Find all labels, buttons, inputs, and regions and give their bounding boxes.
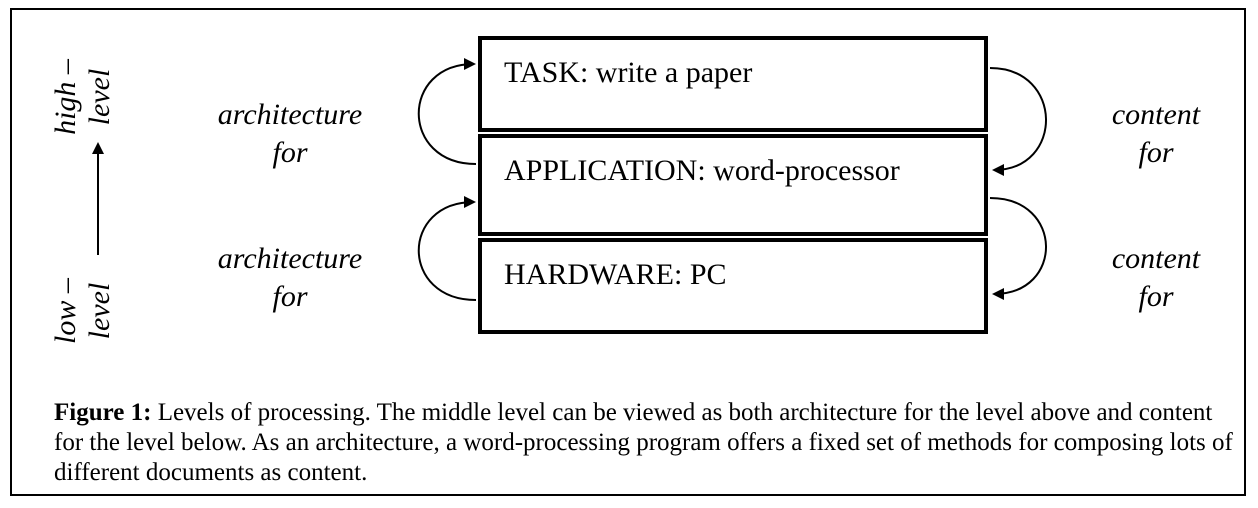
task-level-label: TASK: write a paper [504,56,753,89]
right-lower-label-line1: content [1111,242,1201,275]
left-upper-label-line1: architecture [217,98,363,131]
hardware-level-label: HARDWARE: PC [504,258,727,291]
figure-caption: Figure 1: Levels of processing. The midd… [54,398,1234,488]
axis-high-line2: level [83,68,116,126]
left-lower-label-line1: architecture [217,242,363,275]
right-lower-label-line2: for [1138,280,1174,313]
right-upper-label-line2: for [1138,136,1174,169]
figure-frame [10,8,1246,496]
caption-text: Levels of processing. The middle level c… [54,399,1233,486]
axis-low-line2: level [83,282,116,340]
application-level-box: APPLICATION: word-processor [478,134,988,236]
task-level-box: TASK: write a paper [478,36,988,132]
right-upper-label-line1: content [1111,98,1201,131]
left-upper-label-line2: for [272,136,308,169]
hardware-level-box: HARDWARE: PC [478,238,988,334]
left-lower-label-line2: for [272,280,308,313]
caption-label: Figure 1: [54,399,152,426]
axis-low-line1: low – [49,278,82,344]
application-level-label: APPLICATION: word-processor [504,154,900,187]
axis-high-line1: high – [49,59,82,135]
